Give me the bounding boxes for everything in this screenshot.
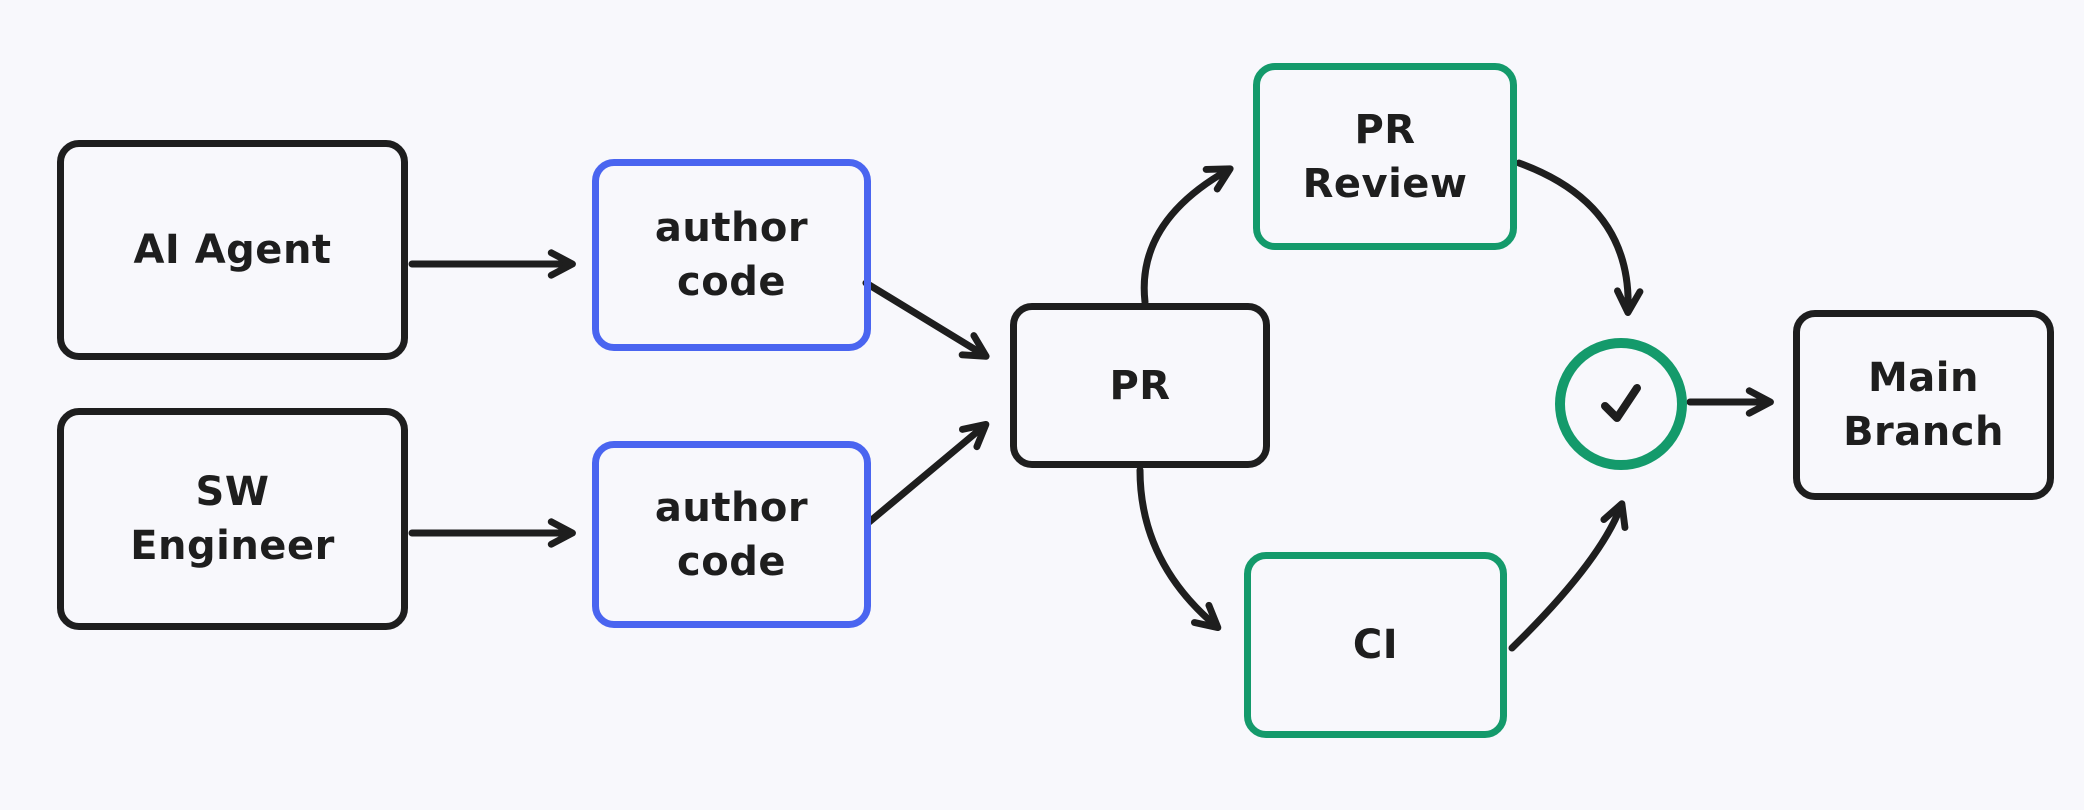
edge-author-code-bottom-to-pr: [864, 420, 990, 527]
node-label: author code: [654, 484, 809, 585]
node-label: CI: [1352, 622, 1399, 668]
node-label: PR Review: [1302, 106, 1468, 207]
edge-ci-to-check: [1508, 500, 1629, 652]
check-icon: [1601, 384, 1641, 422]
node-pr: PR: [1010, 303, 1270, 468]
node-label: Main Branch: [1843, 355, 2004, 455]
node-label: PR: [1109, 362, 1171, 409]
node-author-code-top: author code: [592, 159, 871, 351]
edge-author-code-top-to-pr: [862, 279, 990, 360]
edge-pr-to-ci: [1136, 466, 1222, 632]
edge-pr-to-pr-review: [1140, 165, 1234, 306]
node-label: SW Engineer: [130, 469, 335, 569]
node-author-code-bottom: author code: [592, 441, 871, 628]
node-ai-agent: AI Agent: [57, 140, 408, 360]
node-label: AI Agent: [133, 227, 332, 273]
node-check-circle: [1555, 338, 1687, 470]
edge-pr-review-to-check: [1515, 159, 1644, 316]
node-pr-review: PR Review: [1253, 63, 1517, 250]
node-main-branch: Main Branch: [1793, 310, 2054, 500]
node-sw-engineer: SW Engineer: [57, 408, 408, 630]
node-ci: CI: [1244, 552, 1507, 738]
node-label: author code: [654, 205, 809, 305]
